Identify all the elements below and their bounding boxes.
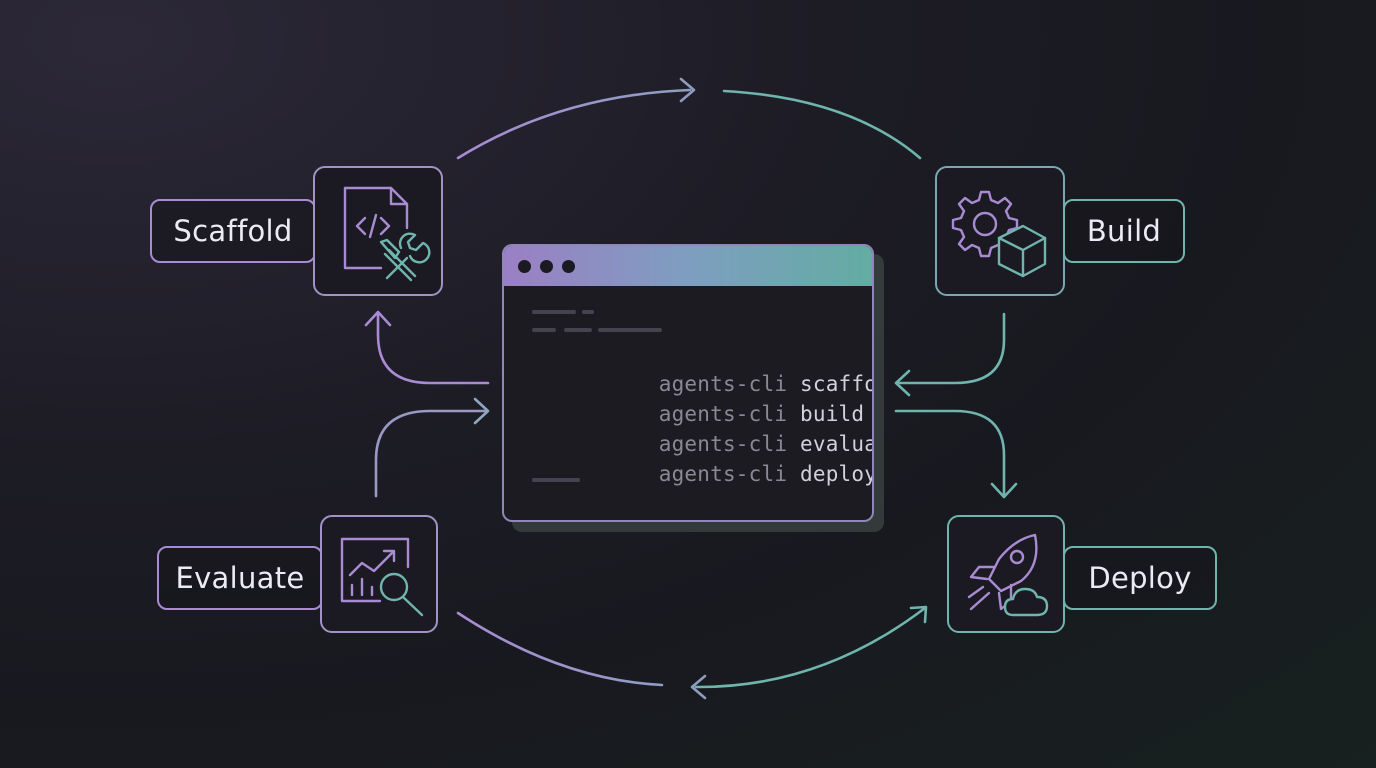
placeholder-line [532,478,580,482]
placeholder-line [564,328,592,332]
arrow-from-build [896,312,1006,385]
placeholder-line [598,328,662,332]
command-line: agents-cli evaluate [556,408,872,480]
arrowhead-deploy [990,482,1018,499]
command-prefix: agents-cli [658,402,788,426]
arrow-from-evaluate [374,409,488,498]
rocket-cloud-icon [967,533,1049,617]
arrowhead-terminal [473,397,490,425]
command-line: agents-cli scaffold [556,348,872,420]
evaluate-card [320,515,438,633]
window-dot-close[interactable] [518,259,531,273]
arc-bottom-right [694,606,927,689]
command-arg: scaffold [800,372,872,396]
command-prefix: agents-cli [658,432,788,456]
command-arg: deploy [800,462,874,486]
placeholder-line [582,310,594,314]
build-card [935,166,1065,296]
deploy-label-text: Deploy [1088,561,1192,595]
command-arg: evaluate [800,432,872,456]
arrowhead-top [679,77,696,103]
evaluate-label: Evaluate [157,546,323,610]
arrow-to-scaffold [376,312,490,385]
command-line: agents-cli build [556,378,864,450]
command-prefix: agents-cli [658,462,788,486]
arrowhead-bottom-left [690,674,707,700]
terminal-frame: agents-cli scaffold agents-cli build age… [502,244,874,522]
terminal-window: agents-cli scaffold agents-cli build age… [502,244,884,532]
scaffold-label: Scaffold [150,199,316,263]
scaffold-label-text: Scaffold [173,214,293,248]
evaluate-label-text: Evaluate [175,561,305,595]
arc-top-right [722,89,922,160]
code-file-wrench-icon [343,186,431,282]
placeholder-line [532,310,576,314]
command-line: agents-cli deploy [556,438,874,510]
arrowhead-bottom-right [909,605,928,624]
arc-top-left [456,88,692,160]
arrowhead-terminal-right [894,369,911,397]
deploy-card [947,515,1065,633]
build-label-text: Build [1086,214,1162,248]
scaffold-card [313,166,443,296]
terminal-body: agents-cli scaffold agents-cli build age… [504,286,872,520]
chart-magnifier-icon [340,537,424,617]
build-label: Build [1063,199,1185,263]
gear-cube-icon [951,190,1047,278]
command-prefix: agents-cli [658,372,788,396]
window-dot-maximize[interactable] [562,259,575,273]
placeholder-line [532,328,556,332]
arrowhead-scaffold [364,310,392,327]
command-arg: build [800,402,865,426]
arc-bottom-left [456,611,664,687]
window-dot-minimize[interactable] [540,259,553,273]
arrow-to-deploy [894,409,1006,496]
terminal-title-bar [504,246,872,286]
deploy-label: Deploy [1063,546,1217,610]
